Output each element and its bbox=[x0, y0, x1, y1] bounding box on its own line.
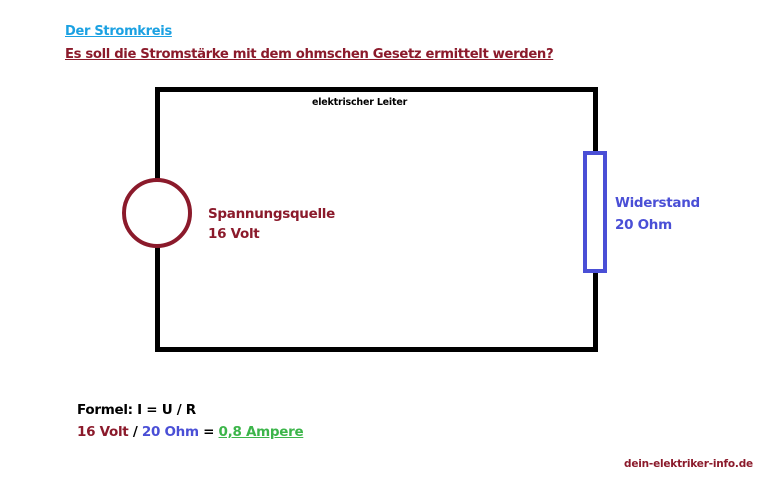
source-credit: dein-elektriker-info.de bbox=[624, 458, 753, 470]
page-title: Der Stromkreis bbox=[65, 24, 172, 39]
calc-resistance: 20 Ohm bbox=[141, 424, 199, 440]
calc-voltage: 16 Volt bbox=[77, 424, 129, 440]
question-heading: Es soll die Stromstärke mit dem ohmschen… bbox=[65, 47, 554, 62]
voltage-source-value: 16 Volt bbox=[208, 226, 260, 242]
resistor-name: Widerstand bbox=[615, 195, 700, 211]
voltage-source-name: Spannungsquelle bbox=[208, 206, 335, 222]
voltage-source-icon bbox=[122, 178, 192, 248]
resistor-value: 20 Ohm bbox=[615, 217, 672, 233]
calc-divide: / bbox=[128, 424, 142, 440]
voltage-source-label: Spannungsquelle 16 Volt bbox=[208, 204, 335, 244]
resistor-label: Widerstand 20 Ohm bbox=[615, 192, 700, 236]
resistor-icon bbox=[583, 151, 607, 273]
calc-result: 0,8 Ampere bbox=[218, 424, 304, 440]
conductor-label: elektrischer Leiter bbox=[312, 97, 408, 108]
formula-text: Formel: I = U / R bbox=[77, 402, 196, 418]
calculation: 16 Volt / 20 Ohm = 0,8 Ampere bbox=[77, 424, 304, 440]
calc-equals: = bbox=[198, 424, 219, 440]
